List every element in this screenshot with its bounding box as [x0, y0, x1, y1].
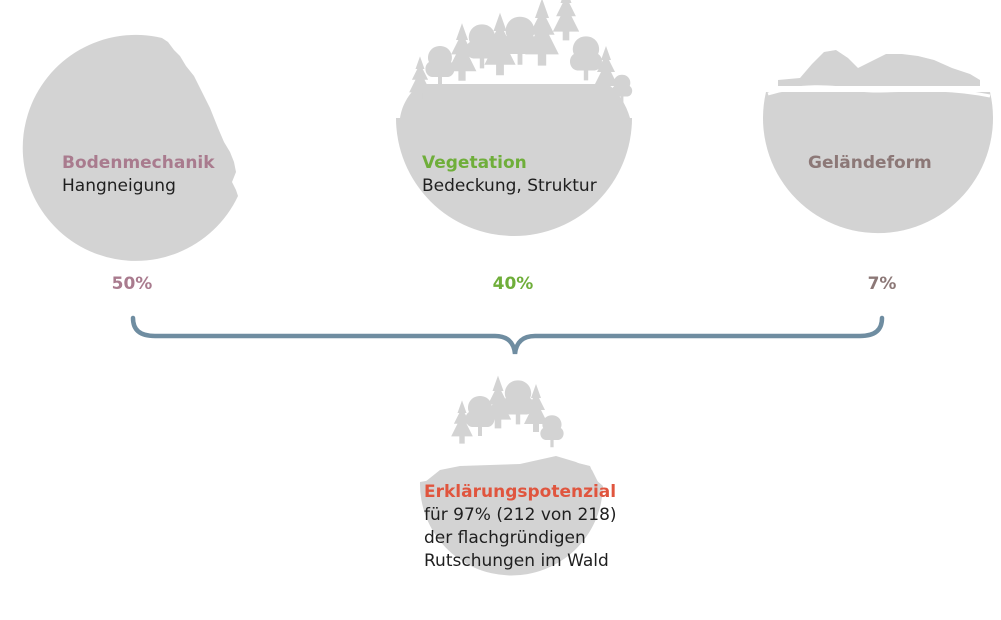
factor-subtitle: Hangneigung — [62, 176, 176, 196]
factor-title: Bodenmechanik — [62, 153, 215, 173]
factor-title: Geländeform — [808, 153, 932, 173]
result-line: Rutschungen im Wald — [424, 551, 609, 571]
factor-subtitle: Bedeckung, Struktur — [422, 176, 597, 196]
result-title: Erklärungspotenzial — [424, 482, 617, 502]
factor-vegetation-label: Vegetation Bedeckung, Struktur — [422, 152, 597, 198]
factor-gelaendeform-label: Geländeform — [808, 152, 932, 175]
result-line: für 97% (212 von 218) — [424, 505, 617, 525]
forest-circle-icon — [396, 0, 633, 236]
factor-percent-bodenmechanik: 50% — [111, 274, 153, 294]
eroded-soil-circle-icon — [22, 34, 239, 261]
factor-percent-vegetation: 40% — [492, 274, 534, 294]
result-label: Erklärungspotenzial für 97% (212 von 218… — [424, 481, 617, 573]
result-line: der flachgründigen — [424, 528, 586, 548]
factor-percent-gelaendeform: 7% — [867, 274, 897, 294]
forest-slope-circle-icon — [419, 375, 603, 576]
factor-bodenmechanik-label: Bodenmechanik Hangneigung — [62, 152, 215, 198]
brace — [130, 315, 885, 355]
terrain-circle-icon — [762, 50, 993, 234]
factor-title: Vegetation — [422, 153, 527, 173]
